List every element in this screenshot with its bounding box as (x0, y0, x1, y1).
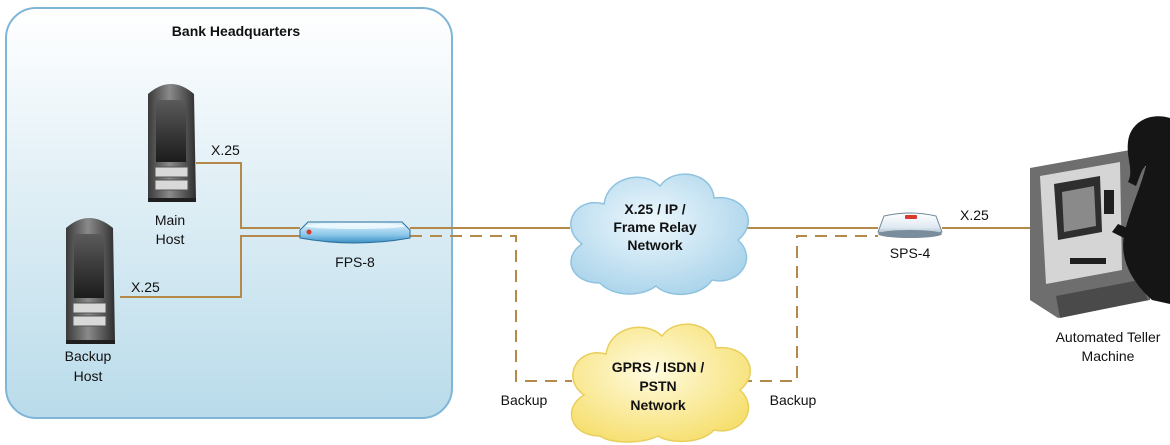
backup-links (410, 235, 878, 382)
sps4-device-icon (877, 212, 943, 238)
backup-host-server-icon (66, 218, 115, 344)
primary-network-cloud (570, 173, 749, 296)
backup-host-label-line1: Backup (65, 348, 112, 364)
backup-network-line3: Network (630, 397, 685, 413)
sps4-label: SPS-4 (890, 245, 931, 261)
primary-network-line2: Frame Relay (613, 219, 696, 235)
atm-icon (1030, 150, 1150, 318)
main-host-label-line2: Host (156, 231, 185, 247)
atm-label-line1: Automated Teller (1056, 329, 1161, 345)
person-icon (1112, 116, 1170, 304)
main-host-server-icon (148, 84, 196, 202)
main-host-link-label: X.25 (211, 142, 240, 158)
fps8-label: FPS-8 (335, 254, 375, 270)
backup-network-line2: PSTN (639, 378, 676, 394)
headquarters-title: Bank Headquarters (172, 23, 301, 39)
backup-network-line1: GPRS / ISDN / (612, 359, 705, 375)
backup-host-label-line2: Host (74, 368, 103, 384)
atm-label-line2: Machine (1082, 348, 1135, 364)
sps4-link-label: X.25 (960, 207, 989, 223)
primary-network-line3: Network (627, 237, 682, 253)
main-host-label-line1: Main (155, 212, 185, 228)
primary-network-line1: X.25 / IP / (624, 201, 685, 217)
backup-label-left: Backup (501, 392, 548, 408)
backup-network-cloud (570, 323, 751, 443)
backup-host-link-label: X.25 (131, 279, 160, 295)
headquarters-box (5, 7, 453, 419)
backup-label-right: Backup (770, 392, 817, 408)
primary-links (120, 162, 1048, 298)
fps8-device-icon (299, 221, 411, 244)
